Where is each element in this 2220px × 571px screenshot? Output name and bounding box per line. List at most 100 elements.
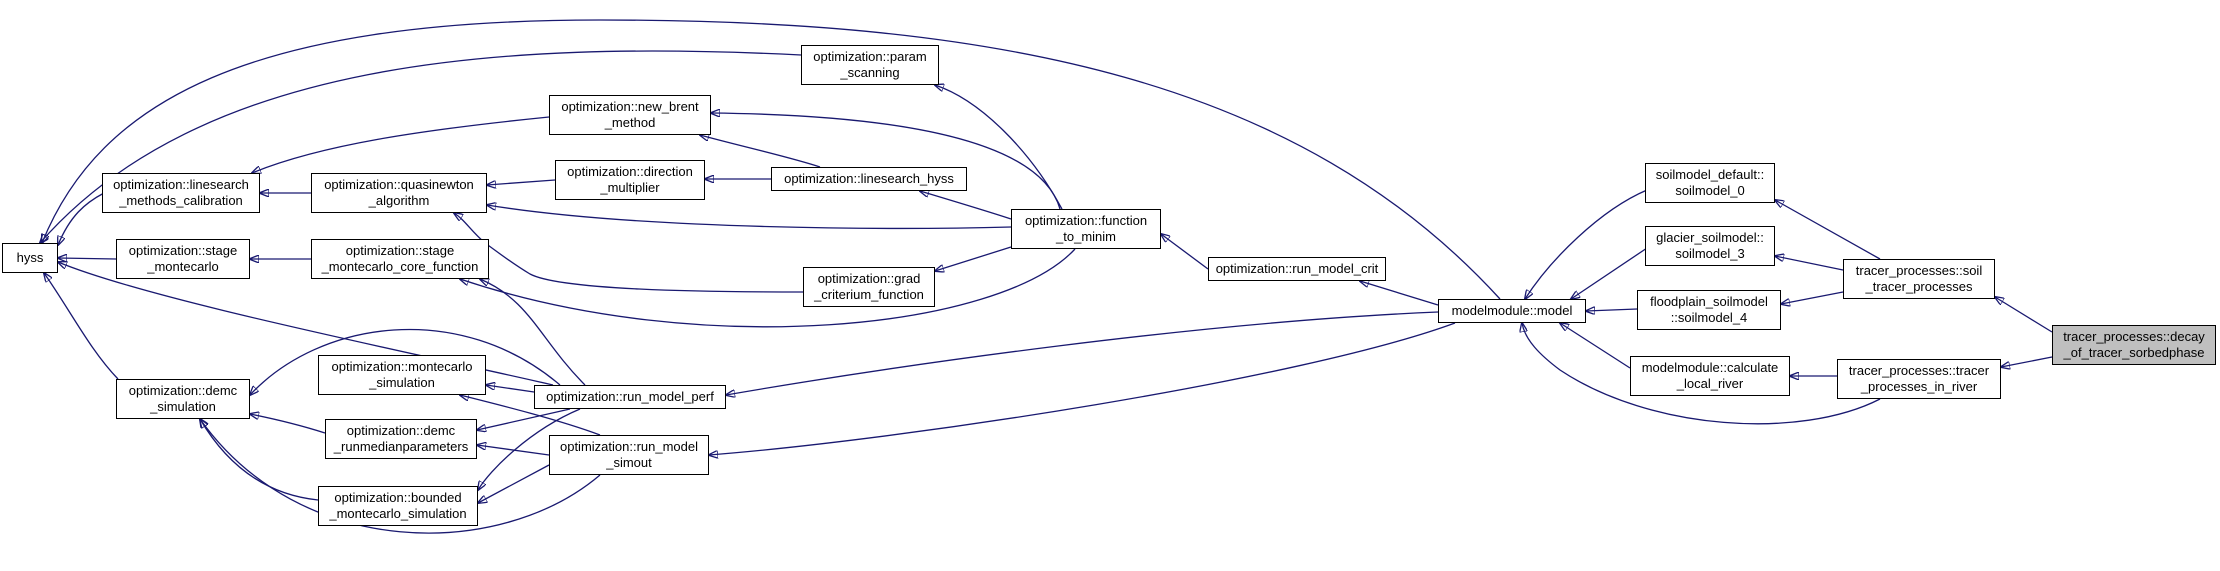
node-stage-montecarlo-core-function[interactable]: optimization::stage _montecarlo_core_fun…: [311, 239, 489, 279]
node-soil-tracer-processes[interactable]: tracer_processes::soil _tracer_processes: [1843, 259, 1995, 299]
node-bounded-montecarlo-simulation[interactable]: optimization::bounded _montecarlo_simula…: [318, 486, 478, 526]
edge-grad_crit-quasinewton: [454, 213, 804, 293]
node-decay-of-tracer-sorbedphase: tracer_processes::decay _of_tracer_sorbe…: [2052, 325, 2216, 365]
node-label-line: tracer_processes::tracer: [1848, 363, 1990, 378]
node-label-line: _montecarlo: [147, 259, 219, 274]
node-label-line: optimization::param: [813, 49, 927, 64]
edge-bounded_mc-demc_simulation: [200, 419, 319, 501]
node-label-line: _montecarlo_simulation: [329, 506, 467, 521]
edge-param_scanning-hyss: [40, 50, 802, 243]
node-label-line: _algorithm: [368, 193, 430, 208]
edge-direction_mult-quasinewton: [487, 179, 556, 185]
edge-run_model_crit-function_to_minim: [1161, 234, 1209, 270]
node-function-to-minim[interactable]: optimization::function _to_minim: [1011, 209, 1161, 249]
node-label-line: _tracer_processes: [1865, 279, 1973, 294]
node-demc-runmedianparameters[interactable]: optimization::demc _runmedianparameters: [325, 419, 477, 459]
edge-model-run_model_perf: [726, 311, 1439, 395]
node-label-line: _multiplier: [600, 180, 660, 195]
node-label-line: _criterium_function: [814, 287, 924, 302]
node-label-line: hyss: [16, 250, 44, 265]
node-label-line: optimization::demc: [128, 383, 238, 398]
node-label-line: _simulation: [369, 375, 435, 390]
node-soilmodel-3[interactable]: glacier_soilmodel:: soilmodel_3: [1645, 226, 1775, 266]
node-label-line: _methods_calibration: [119, 193, 243, 208]
edge-ls_methods_calib-hyss: [58, 192, 105, 245]
edge-run_model_perf-stage_mc_core: [480, 279, 586, 386]
node-label-line: _simout: [606, 455, 652, 470]
node-stage-montecarlo[interactable]: optimization::stage _montecarlo: [116, 239, 250, 279]
edge-soilmodel_4-model: [1586, 309, 1638, 311]
node-run-model-crit[interactable]: optimization::run_model_crit: [1208, 257, 1386, 281]
node-label-line: optimization::linesearch_hyss: [784, 171, 954, 186]
node-label-line: soilmodel_3: [1675, 246, 1745, 261]
node-label-line: optimization::bounded: [334, 490, 462, 505]
node-grad-criterium-function[interactable]: optimization::grad _criterium_function: [803, 267, 935, 307]
node-label-line: optimization::new_brent: [561, 99, 699, 114]
node-hyss[interactable]: hyss: [2, 243, 58, 273]
node-linesearch-methods-calibration[interactable]: optimization::linesearch _methods_calibr…: [102, 173, 260, 213]
node-modelmodule-model[interactable]: modelmodule::model: [1438, 299, 1586, 323]
edge-decay_sorbed-soil_tracer: [1995, 297, 2053, 333]
node-new-brent-method[interactable]: optimization::new_brent _method: [549, 95, 711, 135]
node-label-line: tracer_processes::decay: [2063, 329, 2205, 344]
node-label-line: _montecarlo_core_function: [321, 259, 479, 274]
node-label-line: _local_river: [1676, 376, 1744, 391]
edge-soilmodel_0-model: [1525, 189, 1648, 299]
node-label-line: glacier_soilmodel::: [1656, 230, 1764, 245]
edge-new_brent-ls_methods_calib: [252, 116, 550, 173]
node-label-line: optimization::direction: [567, 164, 693, 179]
node-label-line: optimization::montecarlo: [331, 359, 473, 374]
node-label-line: _simulation: [150, 399, 216, 414]
edge-model-run_model_simout: [709, 322, 1456, 455]
edge-run_model_perf-demc_simulation: [250, 328, 561, 395]
node-label-line: modelmodule::calculate: [1641, 360, 1779, 375]
node-run-model-perf[interactable]: optimization::run_model_perf: [534, 385, 726, 409]
node-linesearch-hyss[interactable]: optimization::linesearch_hyss: [771, 167, 967, 191]
edge-soil_tracer-soilmodel_3: [1775, 256, 1844, 271]
node-label-line: optimization::function: [1024, 213, 1148, 228]
node-soilmodel-4[interactable]: floodplain_soilmodel ::soilmodel_4: [1637, 290, 1781, 330]
node-label-line: optimization::run_model_crit: [1215, 261, 1379, 276]
node-label-line: optimization::run_model: [559, 439, 699, 454]
edge-decay_sorbed-tracer_in_river: [2001, 356, 2053, 367]
edge-function_to_minim-stage_mc_core: [460, 248, 1076, 328]
node-run-model-simout[interactable]: optimization::run_model _simout: [549, 435, 709, 475]
edge-calc_local_river-model: [1560, 323, 1631, 369]
node-label-line: optimization::stage: [345, 243, 455, 258]
node-label-line: optimization::linesearch: [113, 177, 249, 192]
edge-function_to_minim-grad_crit: [935, 246, 1012, 271]
edge-model-hyss: [42, 19, 1501, 300]
node-quasinewton-algorithm[interactable]: optimization::quasinewton _algorithm: [311, 173, 487, 213]
node-demc-simulation[interactable]: optimization::demc _simulation: [116, 379, 250, 419]
edge-run_model_simout-montecarlo_sim: [460, 395, 601, 436]
node-calculate-local-river[interactable]: modelmodule::calculate _local_river: [1630, 356, 1790, 396]
edge-run_model_perf-demc_runmedian: [477, 408, 571, 430]
node-label-line: modelmodule::model: [1451, 303, 1573, 318]
edge-demc_runmedian-demc_simulation: [250, 414, 326, 434]
node-label-line: _of_tracer_sorbedphase: [2063, 345, 2205, 360]
edge-run_model_simout-demc_simulation: [200, 419, 601, 534]
edge-function_to_minim-quasinewton: [487, 205, 1012, 229]
node-label-line: soilmodel_0: [1675, 183, 1745, 198]
edge-function_to_minim-new_brent: [711, 113, 1061, 210]
node-label-line: _to_minim: [1056, 229, 1116, 244]
edge-run_model_simout-demc_runmedian: [477, 445, 550, 456]
edge-stage_montecarlo-hyss: [58, 258, 117, 259]
node-label-line: _method: [604, 115, 656, 130]
edge-function_to_minim-linesearch_hyss: [920, 191, 1012, 220]
edge-tracer_in_river-model: [1522, 323, 1881, 425]
node-tracer-processes-in-river[interactable]: tracer_processes::tracer _processes_in_r…: [1837, 359, 2001, 399]
node-label-line: optimization::demc: [346, 423, 456, 438]
node-label-line: optimization::quasinewton: [324, 177, 474, 192]
node-direction-multiplier[interactable]: optimization::direction _multiplier: [555, 160, 705, 200]
edge-linesearch_hyss-new_brent: [700, 135, 821, 168]
node-soilmodel-0[interactable]: soilmodel_default:: soilmodel_0: [1645, 163, 1775, 203]
node-param-scanning[interactable]: optimization::param _scanning: [801, 45, 939, 85]
edge-run_model_perf-montecarlo_sim: [486, 385, 535, 393]
node-label-line: soilmodel_default::: [1655, 167, 1765, 182]
node-montecarlo-simulation[interactable]: optimization::montecarlo _simulation: [318, 355, 486, 395]
edge-model-run_model_crit: [1360, 281, 1439, 306]
node-label-line: ::soilmodel_4: [1670, 310, 1748, 325]
node-label-line: _scanning: [840, 65, 900, 80]
node-label-line: floodplain_soilmodel: [1650, 294, 1768, 309]
